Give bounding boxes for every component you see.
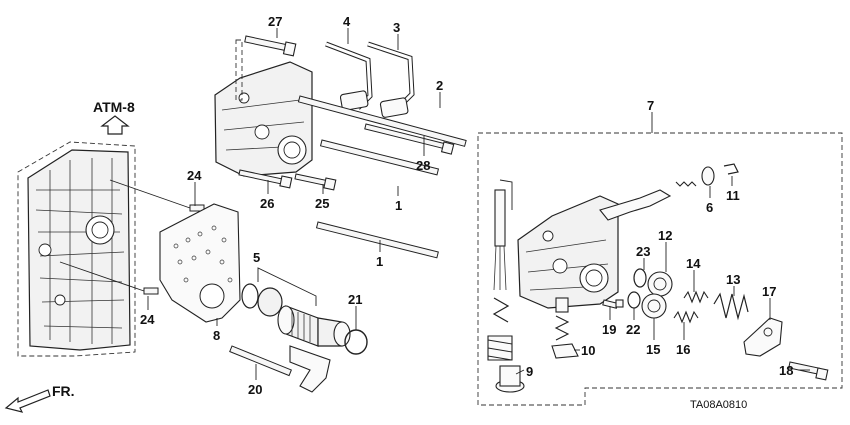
callout-3: 3 (393, 20, 400, 35)
callout-25: 25 (315, 196, 329, 211)
clip-10 (551, 343, 579, 359)
callout-10: 10 (581, 343, 595, 358)
dowel-pin-lower (143, 287, 159, 295)
o-ring-22 (627, 291, 641, 309)
cover-17 (743, 317, 783, 357)
shaft-1-upper (319, 139, 440, 176)
reference-label: ATM-8 (93, 99, 135, 115)
callout-27: 27 (268, 14, 282, 29)
reference-arrow-icon (100, 115, 130, 135)
callout-9: 9 (526, 364, 533, 379)
diagram-code: TA08A0810 (690, 399, 747, 411)
callout-6: 6 (706, 200, 713, 215)
spring-13 (713, 292, 749, 321)
leader-lines (147, 28, 810, 380)
callout-2: 2 (436, 78, 443, 93)
callout-28: 28 (416, 158, 430, 173)
servo-assembly (241, 267, 351, 393)
secondary-valve-body-outline (477, 132, 843, 406)
shaft-1-lower (315, 221, 439, 259)
callout-20: 20 (248, 382, 262, 397)
callout-1-upper: 1 (395, 198, 402, 213)
bolt-25 (294, 173, 328, 187)
clip-11 (723, 163, 739, 175)
callout-17: 17 (762, 284, 776, 299)
callout-15: 15 (646, 342, 660, 357)
regulator-valve-body (214, 39, 313, 177)
callout-14: 14 (686, 256, 701, 271)
callout-12: 12 (658, 228, 672, 243)
callout-24-upper: 24 (187, 168, 202, 183)
callout-4: 4 (343, 14, 351, 29)
reference-group: ATM-8 (93, 99, 135, 135)
piston-12 (647, 271, 673, 297)
bolt-27 (244, 35, 288, 52)
callout-13: 13 (726, 272, 740, 287)
main-valve-body (17, 141, 136, 357)
pin-20 (229, 345, 292, 377)
front-label: FR. (52, 383, 75, 399)
main-valve-body-outline (17, 141, 136, 357)
callout-18: 18 (779, 363, 793, 378)
callout-22: 22 (626, 322, 640, 337)
shaft-2 (297, 95, 467, 147)
spring-16 (673, 310, 699, 324)
plug-6 (701, 166, 715, 186)
front-indicator: FR. (4, 383, 75, 413)
callout-1-lower: 1 (376, 254, 383, 269)
piston-15 (641, 293, 667, 319)
valve-spool-left (494, 189, 506, 247)
o-ring-23 (633, 268, 647, 288)
callout-7: 7 (647, 98, 654, 113)
separator-plate (159, 203, 241, 323)
callouts: 27 4 3 2 28 1 1 25 26 24 24 8 5 21 20 7 … (140, 14, 793, 397)
front-arrow-icon (4, 389, 51, 413)
callout-21: 21 (348, 292, 362, 307)
callout-23: 23 (636, 244, 650, 259)
spring-14 (683, 290, 709, 304)
callout-11: 11 (726, 188, 740, 203)
callout-26: 26 (260, 196, 274, 211)
callout-19: 19 (602, 322, 616, 337)
callout-16: 16 (676, 342, 690, 357)
secondary-valve-body (517, 195, 619, 309)
callout-8: 8 (213, 328, 220, 343)
callout-24-lower: 24 (140, 312, 155, 327)
callout-5: 5 (253, 250, 260, 265)
